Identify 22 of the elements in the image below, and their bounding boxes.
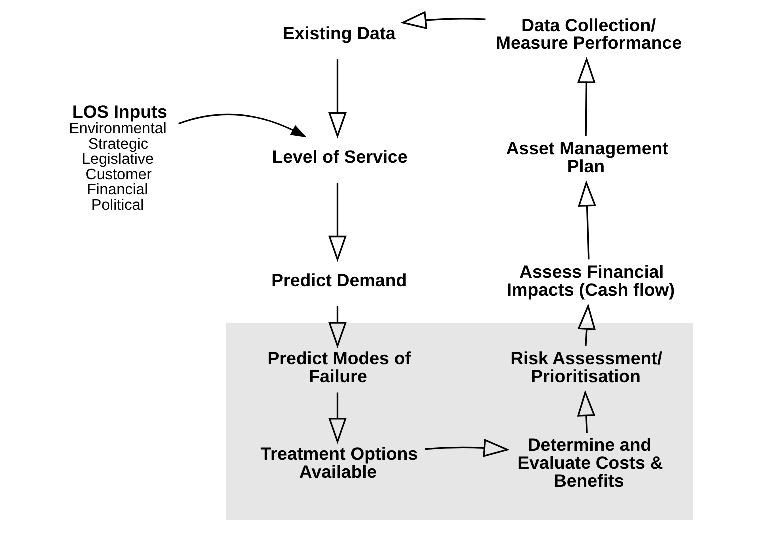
arrow [400, 11, 486, 30]
node-text: Treatment Options Available [260, 444, 418, 482]
arrow [424, 439, 510, 458]
arrow [577, 304, 596, 346]
node-text: Existing Data [282, 24, 396, 44]
arrow [576, 57, 596, 136]
arrow [578, 180, 596, 260]
node-text: Level of Service [272, 146, 408, 167]
node-text: Predict Modes of Failure [267, 348, 411, 386]
node-text: Data Collection/ Measure Performance [496, 15, 682, 54]
arrow [328, 392, 346, 444]
arrow [328, 182, 346, 262]
node-text: Predict Demand [271, 270, 407, 290]
node-text: LOS Inputs Environmental Strategic Legislative Customer Financial Political [68, 102, 167, 214]
node-text: Asset Management Plan [506, 138, 668, 177]
arrow [328, 60, 346, 139]
arrow [178, 114, 306, 138]
node-text: Risk Assessment/ Prioritisation [510, 348, 662, 386]
node-text: Determine and Evaluate Costs & Benefits [517, 435, 663, 491]
arrow [328, 306, 346, 348]
arrow [576, 390, 596, 434]
node-text: Assess Financial Impacts (Cash flow) [506, 262, 675, 300]
